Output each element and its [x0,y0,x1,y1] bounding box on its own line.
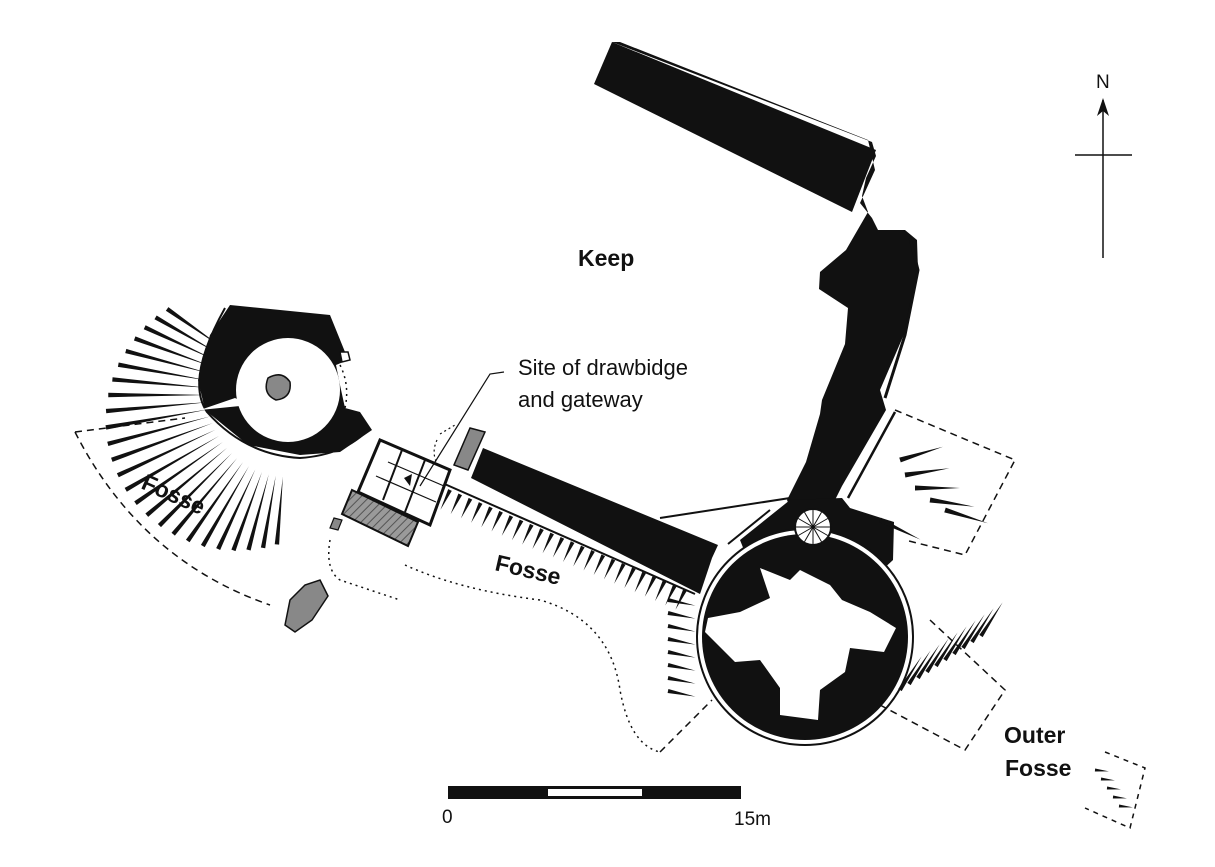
keep-north-arm [594,42,876,212]
outer-fosse-north [846,409,1017,556]
scale-bar [448,786,741,799]
scale-bar-min-label: 0 [442,807,453,828]
north-arrow-label: N [1096,72,1110,93]
north-arrow [1075,98,1132,258]
keep-south-curtain-wall [471,448,718,594]
label-drawbridge-line2: and gateway [518,387,643,412]
spiral-stair [794,508,832,546]
fosse-south-ditch [328,489,713,753]
label-outer-fosse-line2: Fosse [1005,755,1071,781]
label-drawbridge-line1: Site of drawbidge [518,355,688,380]
west-round-tower [198,305,372,460]
scale-bar-max-label: 15m [734,809,771,830]
outer-fosse-south [879,602,1146,830]
drawbridge-gateway-site [329,424,487,548]
fosse-west-ditch [74,307,283,606]
fallen-masonry [284,579,329,633]
label-keep: Keep [578,245,634,271]
drawbridge-leader-line [419,371,505,487]
label-outer-fosse-line1: Outer [1004,722,1065,748]
north-arrow-head-icon [1097,98,1109,116]
south-east-round-tower [696,528,914,746]
label-fosse-south: Fosse [493,550,564,590]
keep-north-wall [612,42,918,535]
